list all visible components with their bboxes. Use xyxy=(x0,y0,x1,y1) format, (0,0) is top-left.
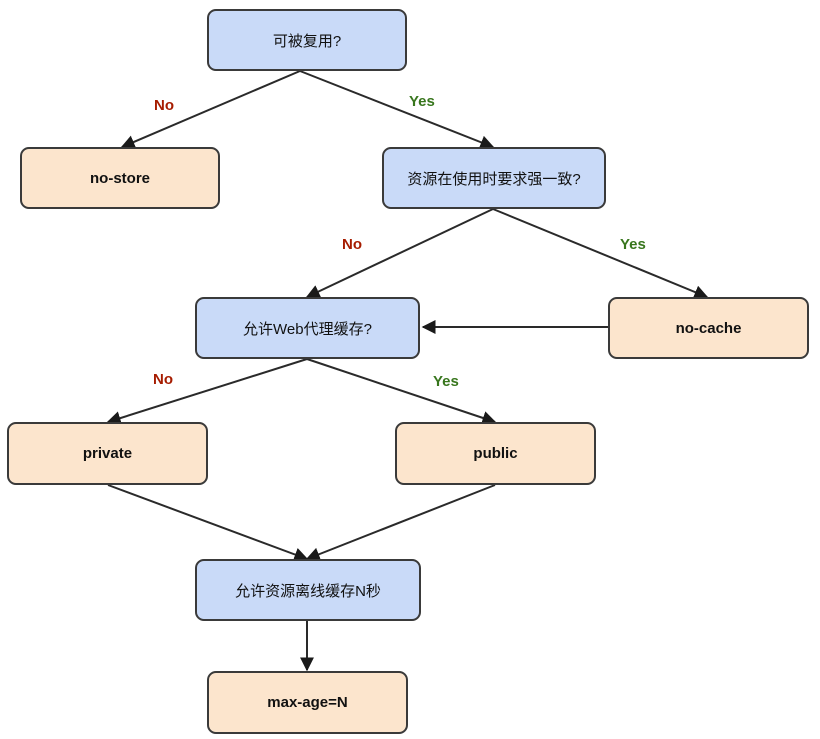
node-private: private xyxy=(7,422,208,485)
edge-proxy-to-private xyxy=(106,358,308,425)
label-no-revalidate: No xyxy=(342,236,362,253)
label-yes-proxy: Yes xyxy=(433,373,459,390)
edge-private-to-offline xyxy=(107,484,309,562)
node-revalidate: 资源在使用时要求强一致? xyxy=(382,147,606,209)
node-no-cache: no-cache xyxy=(608,297,809,359)
edge-public-to-offline xyxy=(305,484,496,561)
node-max-age: max-age=N xyxy=(207,671,408,734)
node-public: public xyxy=(395,422,596,485)
node-reusable: 可被复用? xyxy=(207,9,407,71)
label-yes-reusable: Yes xyxy=(409,93,435,110)
edge-revalidate-to-no-cache xyxy=(492,208,709,299)
label-no-proxy: No xyxy=(153,371,173,388)
edge-revalidate-to-proxy xyxy=(305,208,494,298)
label-yes-revalidate: Yes xyxy=(620,236,646,253)
node-proxy: 允许Web代理缓存? xyxy=(195,297,420,359)
label-no-reusable: No xyxy=(154,97,174,114)
node-offline: 允许资源离线缓存N秒 xyxy=(195,559,421,621)
edge-reusable-to-revalidate xyxy=(299,70,495,149)
edge-proxy-to-public xyxy=(306,358,497,425)
edge-reusable-to-no-store xyxy=(120,70,301,149)
node-no-store: no-store xyxy=(20,147,220,209)
